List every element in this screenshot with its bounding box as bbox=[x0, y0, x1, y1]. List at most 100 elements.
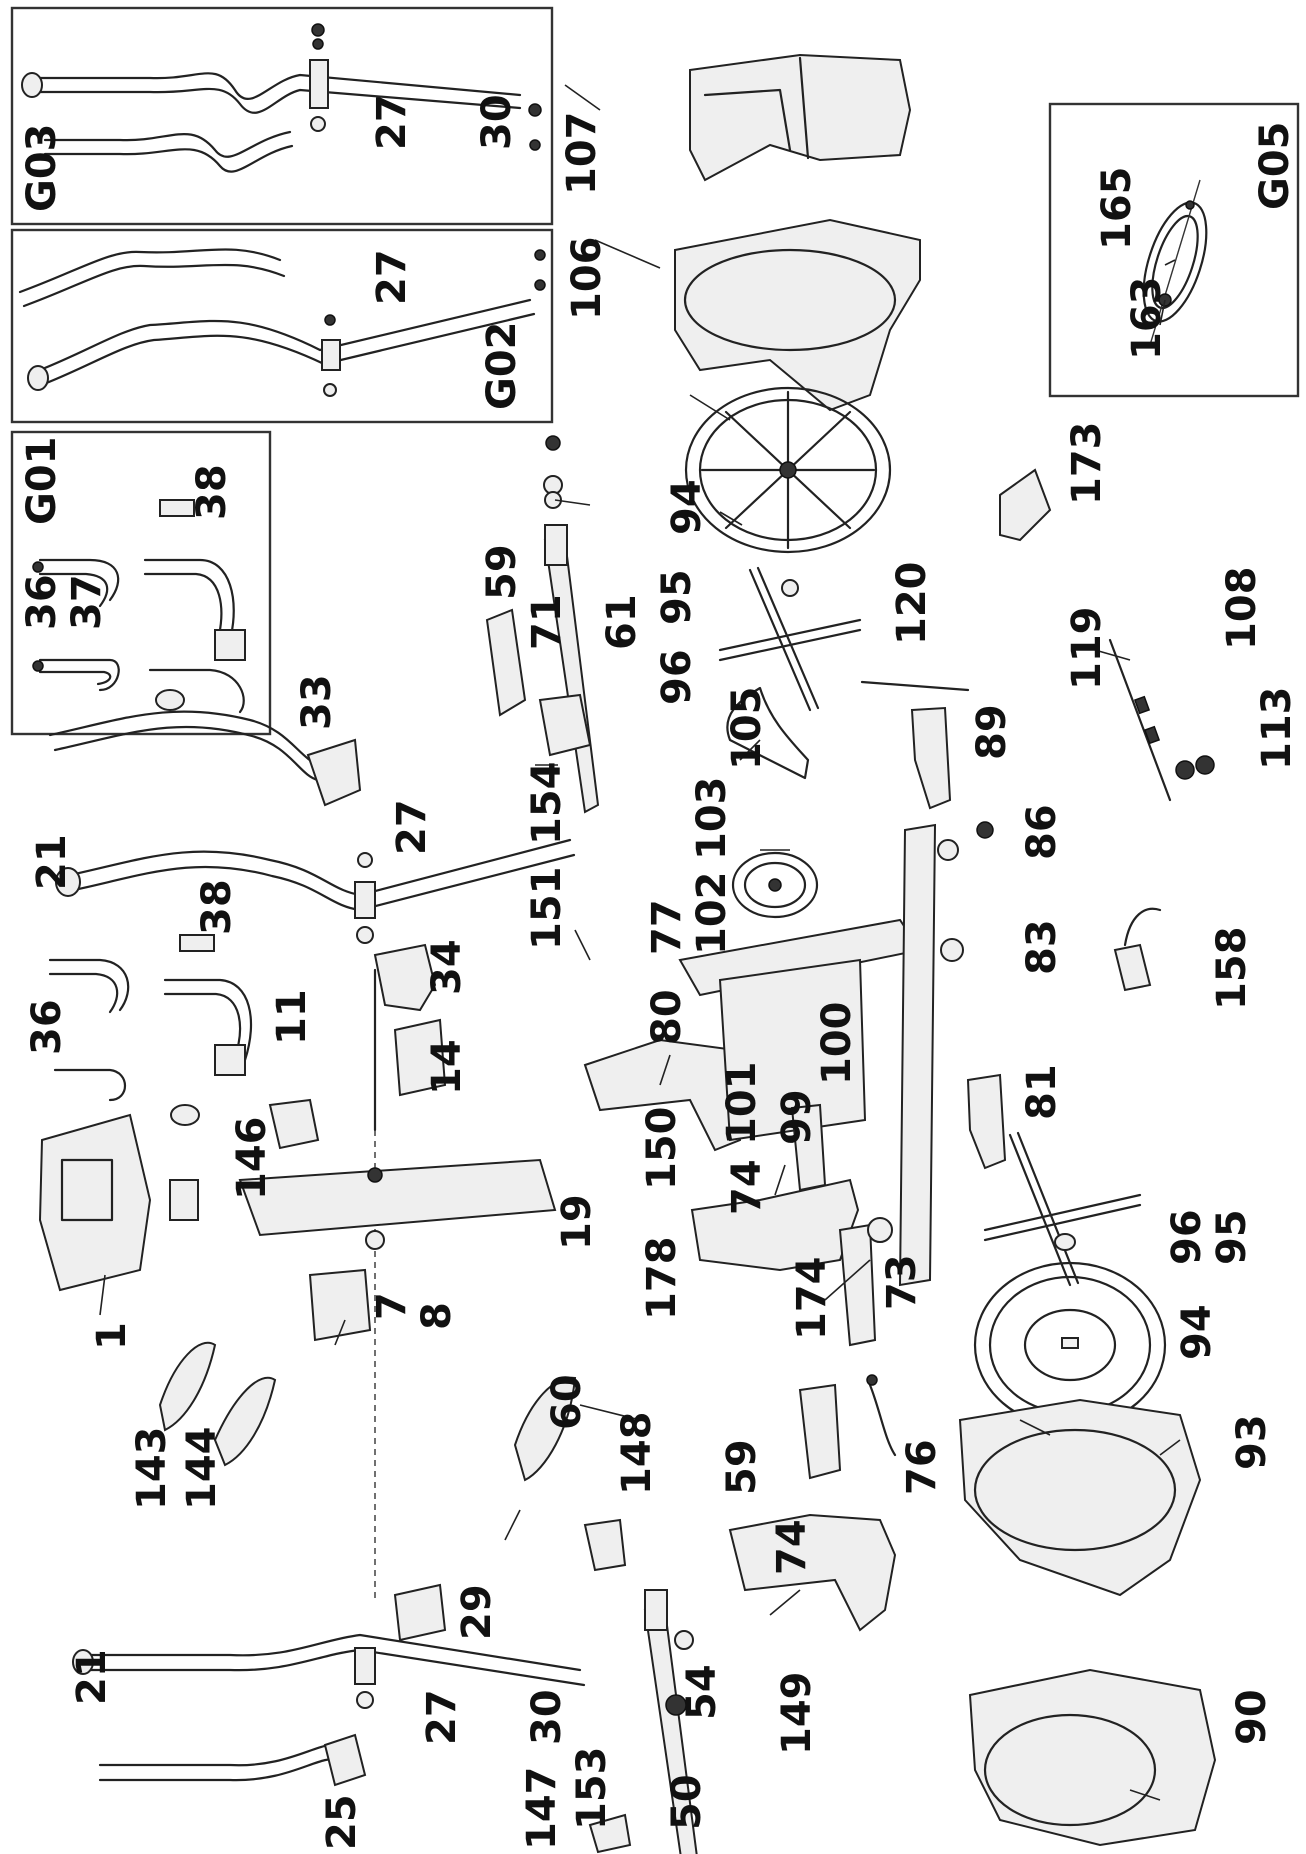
handlebar-g02 bbox=[18, 248, 546, 397]
bracket-34 bbox=[373, 943, 437, 1012]
part-label-76: 76 bbox=[899, 1439, 945, 1495]
part-label-30: 30 bbox=[474, 94, 520, 150]
rear-shroud-106 bbox=[674, 218, 921, 412]
part-label-21: 21 bbox=[29, 834, 75, 890]
pedal-arm-50 bbox=[643, 1589, 698, 1854]
handlebar-upper bbox=[48, 710, 576, 944]
part-label-108: 108 bbox=[1219, 567, 1265, 651]
cover-146 bbox=[268, 1098, 320, 1150]
bracket-148 bbox=[583, 1518, 627, 1572]
grips-g01 bbox=[32, 499, 246, 714]
part-label-151: 151 bbox=[524, 867, 570, 951]
part-label-100: 100 bbox=[814, 1002, 860, 1086]
part-label-74: 74 bbox=[724, 1159, 770, 1215]
pulley-g05 bbox=[1142, 179, 1208, 346]
part-label-59: 59 bbox=[719, 1439, 765, 1495]
pedal-143 bbox=[158, 1341, 217, 1432]
part-label-14: 14 bbox=[424, 1039, 470, 1095]
part-label-165: 165 bbox=[1094, 167, 1140, 251]
grips-upper bbox=[48, 934, 253, 1126]
part-label-11: 11 bbox=[269, 989, 315, 1045]
part-label-178: 178 bbox=[639, 1237, 685, 1321]
part-label-153: 153 bbox=[569, 1747, 615, 1831]
part-label-27: 27 bbox=[369, 94, 415, 150]
clamp-14 bbox=[393, 1018, 447, 1097]
part-label-105: 105 bbox=[724, 687, 770, 771]
part-label-38: 38 bbox=[194, 879, 240, 935]
part-label-103: 103 bbox=[689, 777, 735, 861]
part-label-33: 33 bbox=[294, 674, 340, 730]
rod-120 bbox=[860, 680, 970, 692]
belt-105 bbox=[726, 686, 810, 780]
part-label-21: 21 bbox=[69, 1649, 115, 1705]
part-label-154: 154 bbox=[524, 762, 570, 846]
part-label-83: 83 bbox=[1019, 919, 1065, 975]
part-label-27: 27 bbox=[419, 1689, 465, 1745]
part-label-90: 90 bbox=[1229, 1689, 1275, 1745]
part-label-147: 147 bbox=[519, 1767, 565, 1851]
group-box-g05 bbox=[1048, 102, 1300, 398]
group-box-g02 bbox=[10, 228, 554, 424]
part-label-150: 150 bbox=[639, 1107, 685, 1191]
part-label-144: 144 bbox=[179, 1427, 225, 1511]
clamp-29 bbox=[393, 1583, 447, 1642]
part-label-120: 120 bbox=[889, 562, 935, 646]
part-label-27: 27 bbox=[389, 799, 435, 855]
part-label-8: 8 bbox=[414, 1302, 460, 1330]
part-label-80: 80 bbox=[644, 989, 690, 1045]
group-label-g03: G03 bbox=[19, 124, 65, 213]
part-label-74: 74 bbox=[769, 1519, 815, 1575]
shroud-93 bbox=[958, 1398, 1202, 1597]
handlebar-g03 bbox=[21, 23, 542, 173]
part-label-96: 96 bbox=[654, 649, 700, 705]
group-box-g03 bbox=[10, 6, 554, 226]
part-label-27: 27 bbox=[369, 249, 415, 305]
main-frame-19 bbox=[238, 1158, 557, 1250]
part-label-148: 148 bbox=[614, 1412, 660, 1496]
part-label-25: 25 bbox=[319, 1794, 365, 1850]
bracket-173 bbox=[999, 468, 1052, 542]
part-label-96: 96 bbox=[1164, 1209, 1210, 1265]
part-label-34: 34 bbox=[424, 939, 470, 995]
part-label-36: 36 bbox=[19, 574, 65, 630]
handlebar-lower bbox=[72, 1633, 586, 1787]
bracket-89 bbox=[910, 706, 952, 810]
bracket-33 bbox=[306, 738, 362, 807]
part-label-101: 101 bbox=[719, 1062, 765, 1146]
part-label-73: 73 bbox=[879, 1254, 925, 1310]
upright-174 bbox=[838, 1223, 877, 1347]
pedal-arm-61 bbox=[485, 435, 600, 814]
part-label-149: 149 bbox=[774, 1672, 820, 1756]
part-label-94: 94 bbox=[1174, 1304, 1220, 1360]
part-label-174: 174 bbox=[789, 1257, 835, 1341]
part-label-36: 36 bbox=[24, 999, 70, 1055]
part-label-146: 146 bbox=[229, 1117, 275, 1201]
console-1 bbox=[38, 1113, 199, 1292]
base-frame-73 bbox=[678, 823, 964, 1287]
part-label-89: 89 bbox=[969, 704, 1015, 760]
upright-150 bbox=[583, 1038, 747, 1152]
part-label-94: 94 bbox=[664, 479, 710, 535]
group-box-g01 bbox=[10, 430, 272, 736]
part-label-102: 102 bbox=[689, 872, 735, 956]
part-label-158: 158 bbox=[1209, 927, 1255, 1011]
part-label-81: 81 bbox=[1019, 1064, 1065, 1120]
wheel-86 bbox=[976, 821, 994, 839]
part-label-19: 19 bbox=[554, 1194, 600, 1250]
axle-119 bbox=[1108, 638, 1215, 802]
part-label-54: 54 bbox=[679, 1664, 725, 1720]
cover-74-upper bbox=[790, 1103, 827, 1192]
part-label-106: 106 bbox=[564, 237, 610, 321]
pedal-60 bbox=[513, 1376, 577, 1482]
group-label-g01: G01 bbox=[19, 437, 65, 526]
part-label-37: 37 bbox=[64, 574, 110, 630]
flywheel-94-upper bbox=[684, 386, 892, 554]
part-label-30: 30 bbox=[524, 1689, 570, 1745]
group-label-g05: G05 bbox=[1252, 122, 1298, 211]
stabilizer-96-upper bbox=[718, 566, 862, 712]
part-label-38: 38 bbox=[189, 464, 235, 520]
part-label-7: 7 bbox=[369, 1292, 415, 1320]
rear-shroud-107 bbox=[689, 53, 912, 182]
stabilizer-96-lower bbox=[983, 1131, 1142, 1287]
